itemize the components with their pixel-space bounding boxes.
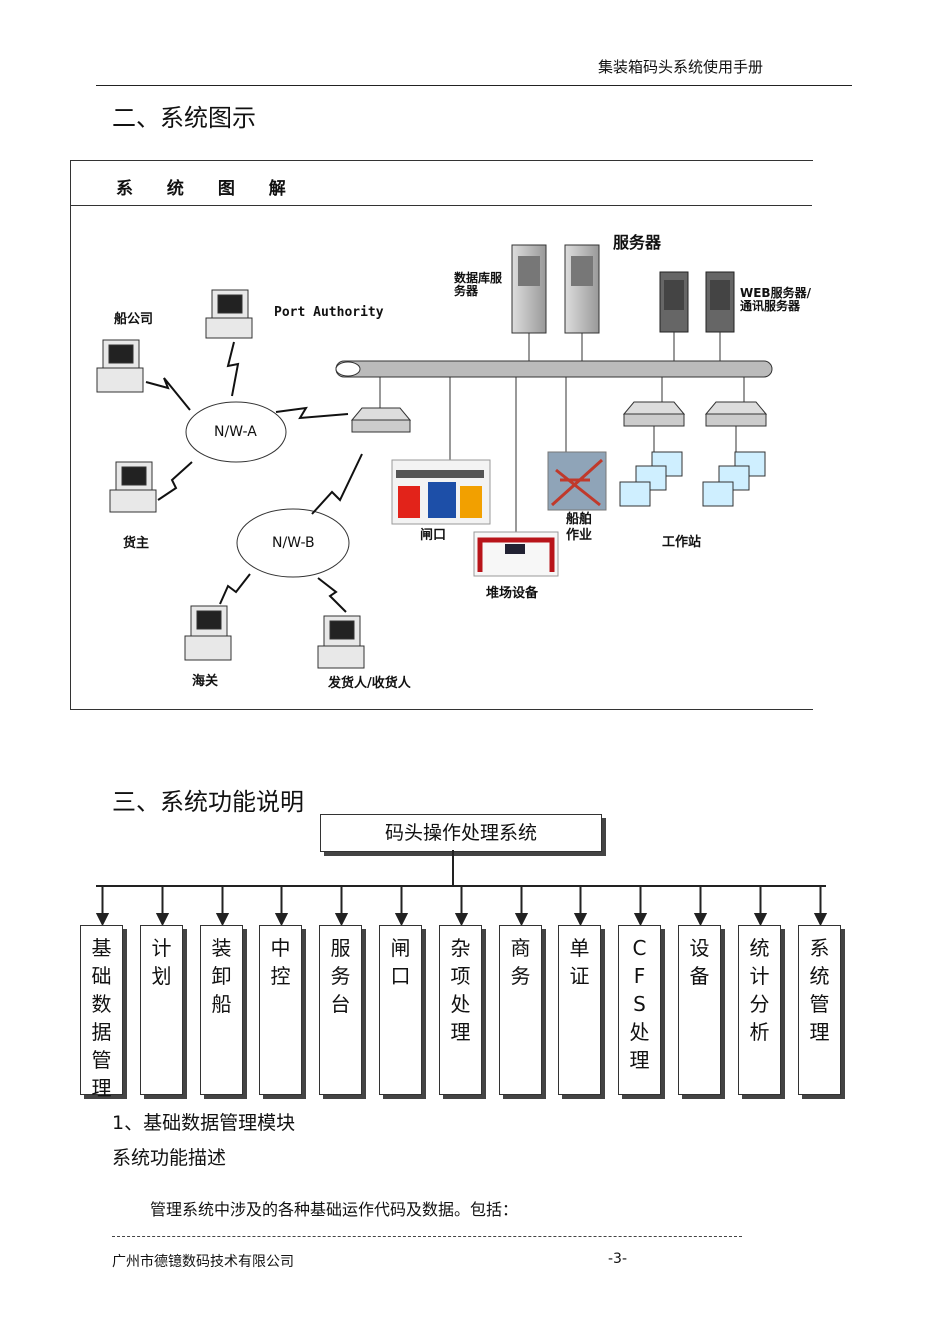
arrowhead xyxy=(274,913,289,927)
web-server-label: WEB服务器/ 通讯服务器 xyxy=(740,286,811,313)
vessel-operation-label: 船舶 作业 xyxy=(566,512,593,543)
db-server-label: 数据库服 务器 xyxy=(454,271,503,298)
module-box: 杂项处理 xyxy=(439,925,482,1095)
module-label: 系统管理 xyxy=(809,936,830,1044)
arrowhead xyxy=(454,913,469,927)
network-diagram xyxy=(96,244,773,669)
ship-company-label: 船公司 xyxy=(114,312,154,327)
workstation-label: 工作站 xyxy=(662,535,702,550)
arrowhead xyxy=(514,913,529,927)
module-box: 统计分析 xyxy=(738,925,781,1095)
module-subheading: 1、基础数据管理模块 xyxy=(112,1112,296,1134)
document-header-title: 集装箱码头系统使用手册 xyxy=(598,58,764,76)
web-server-icon xyxy=(659,271,735,333)
system-diagram-frame xyxy=(70,160,813,710)
module-label: 闸口 xyxy=(390,936,411,988)
arrowhead xyxy=(155,913,170,927)
arrowhead xyxy=(334,913,349,927)
customs-label: 海关 xyxy=(192,674,219,689)
module-label: 服务台 xyxy=(330,936,351,1016)
header-rule xyxy=(96,85,852,86)
arrowhead xyxy=(693,913,708,927)
module-box: 设备 xyxy=(678,925,721,1095)
module-box: 服务台 xyxy=(319,925,362,1095)
diagram-caption-divider xyxy=(70,205,812,206)
yard-equipment-image xyxy=(473,531,559,577)
module-label: CFS处理 xyxy=(629,936,650,1072)
module-box: 中控 xyxy=(259,925,302,1095)
gate-label: 闸口 xyxy=(420,528,447,543)
vessel-image xyxy=(547,451,607,511)
module-label: 商务 xyxy=(510,936,531,988)
module-label: 基础数据管理 xyxy=(91,936,112,1100)
root-system-box: 码头操作处理系统 xyxy=(320,814,602,852)
section2-heading: 二、系统图示 xyxy=(112,104,256,132)
module-box: 装卸船 xyxy=(200,925,243,1095)
diagram-caption: 系 统 图 解 xyxy=(116,179,300,199)
footer-company: 广州市德镱数码技术有限公司 xyxy=(112,1254,294,1270)
cargo-owner-label: 货主 xyxy=(123,536,150,551)
arrowhead xyxy=(215,913,230,927)
module-label: 计划 xyxy=(151,936,172,988)
workstation-icon xyxy=(619,451,766,507)
footer-dashed-rule xyxy=(112,1236,742,1237)
pc-icon xyxy=(96,289,365,669)
module-box: CFS处理 xyxy=(618,925,661,1095)
backbone-bus xyxy=(335,360,773,378)
server-label: 服务器 xyxy=(613,233,662,252)
nw-a-label: N/W-A xyxy=(214,424,257,440)
function-description-heading: 系统功能描述 xyxy=(112,1147,227,1169)
hub-icon xyxy=(350,401,768,433)
arrowhead xyxy=(573,913,588,927)
gate-image xyxy=(391,459,491,525)
module-box: 系统管理 xyxy=(798,925,841,1095)
nw-b-cloud xyxy=(236,508,350,578)
shipper-consignee-label: 发货人/收货人 xyxy=(328,676,411,691)
tree-connectors xyxy=(95,850,828,927)
arrowhead xyxy=(394,913,409,927)
module-label: 单证 xyxy=(569,936,590,988)
module-box: 商务 xyxy=(499,925,542,1095)
section3-heading: 三、系统功能说明 xyxy=(112,788,304,816)
db-server-icon xyxy=(511,244,600,334)
arrowhead xyxy=(95,913,110,927)
module-label: 装卸船 xyxy=(211,936,232,1016)
module-box: 基础数据管理 xyxy=(80,925,123,1100)
page-number: -3- xyxy=(608,1251,628,1267)
nw-a-cloud xyxy=(185,401,287,463)
module-label: 中控 xyxy=(270,936,291,988)
description-paragraph: 管理系统中涉及的各种基础运作代码及数据。包括： xyxy=(150,1200,519,1219)
port-authority-label: Port Authority xyxy=(274,305,384,320)
module-label: 设备 xyxy=(689,936,710,988)
arrowhead xyxy=(633,913,648,927)
arrowhead xyxy=(753,913,768,927)
module-label: 杂项处理 xyxy=(450,936,471,1044)
module-box: 计划 xyxy=(140,925,183,1095)
yard-equipment-label: 堆场设备 xyxy=(486,586,539,601)
module-box: 单证 xyxy=(558,925,601,1095)
module-box: 闸口 xyxy=(379,925,422,1095)
nw-b-label: N/W-B xyxy=(272,535,315,551)
module-label: 统计分析 xyxy=(749,936,770,1044)
arrowhead xyxy=(813,913,828,927)
